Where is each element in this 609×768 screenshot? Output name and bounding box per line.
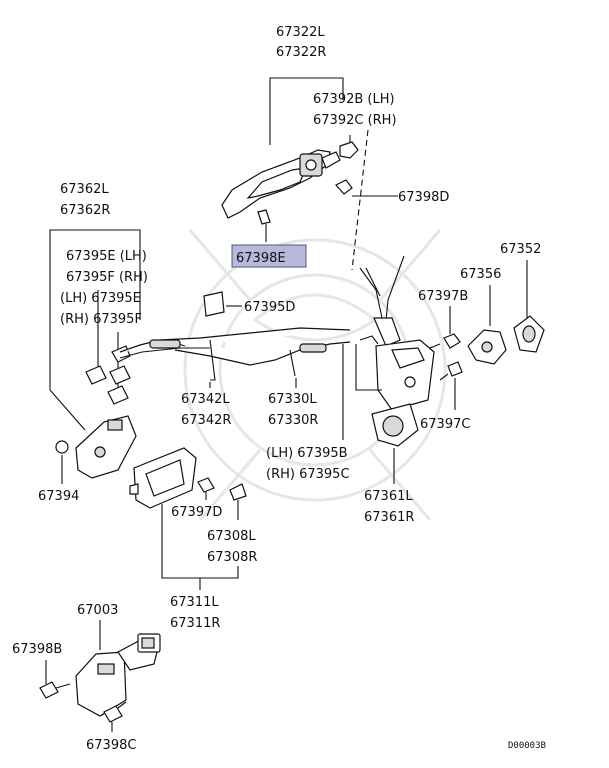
- bushing-part[interactable]: [339, 141, 359, 159]
- door-check-part[interactable]: [75, 633, 161, 717]
- screw-67398c-part[interactable]: [103, 701, 127, 723]
- label-67394[interactable]: 67394: [38, 489, 79, 504]
- label-67330l[interactable]: 67330L: [268, 392, 317, 407]
- label-67361l[interactable]: 67361L: [364, 489, 413, 504]
- label-67342l[interactable]: 67342L: [181, 392, 230, 407]
- cap-67308-part[interactable]: [229, 483, 247, 501]
- cables-part[interactable]: [119, 327, 351, 381]
- leader-latch-box: [355, 344, 382, 391]
- label-67311l[interactable]: 67311L: [170, 595, 219, 610]
- label-67395f-rh2[interactable]: (RH) 67395F: [60, 312, 142, 327]
- bracket-67394-part[interactable]: [55, 415, 137, 479]
- label-67398b[interactable]: 67398B: [12, 642, 62, 657]
- screw-67398b-part[interactable]: [39, 681, 71, 699]
- label-67392b[interactable]: 67392B (LH): [313, 92, 395, 107]
- label-67395d[interactable]: 67395D: [244, 300, 295, 315]
- label-67308r[interactable]: 67308R: [207, 550, 257, 565]
- screw-67398d-part[interactable]: [335, 179, 398, 197]
- label-67311r[interactable]: 67311R: [170, 616, 220, 631]
- clip-67395d-part[interactable]: [203, 291, 242, 317]
- outer-handle-part[interactable]: [221, 149, 341, 219]
- label-67003[interactable]: 67003: [77, 603, 118, 618]
- pad-67352-part[interactable]: [513, 315, 545, 353]
- label-67395f-rh[interactable]: 67395F (RH): [66, 270, 148, 285]
- diagram-code: D00003B: [508, 741, 546, 751]
- label-67362r[interactable]: 67362R: [60, 203, 110, 218]
- label-67356[interactable]: 67356: [460, 267, 501, 282]
- retainer-67356-part[interactable]: [467, 329, 507, 365]
- leader-67362: [49, 229, 141, 390]
- label-67322l[interactable]: 67322L: [276, 25, 325, 40]
- label-67330r[interactable]: 67330R: [268, 413, 318, 428]
- label-67322r[interactable]: 67322R: [276, 45, 326, 60]
- leader-67322: [269, 77, 344, 145]
- label-67395b[interactable]: (LH) 67395B: [266, 446, 348, 461]
- label-67392c[interactable]: 67392C (RH): [313, 113, 397, 128]
- label-67397d[interactable]: 67397D: [171, 505, 222, 520]
- label-67398c[interactable]: 67398C: [86, 738, 136, 753]
- label-67397b[interactable]: 67397B: [418, 289, 468, 304]
- label-67395e-lh2[interactable]: (LH) 67395E: [60, 291, 141, 306]
- screw-67397d-part[interactable]: [197, 477, 215, 493]
- label-67361r[interactable]: 67361R: [364, 510, 414, 525]
- highlight-67398e: [231, 244, 307, 268]
- screw-67398e-part[interactable]: [257, 209, 271, 242]
- label-67308l[interactable]: 67308L: [207, 529, 256, 544]
- label-67398e[interactable]: 67398E: [236, 251, 286, 266]
- label-67362l[interactable]: 67362L: [60, 182, 109, 197]
- label-67398d[interactable]: 67398D: [398, 190, 449, 205]
- rod-clips-part[interactable]: [85, 345, 131, 405]
- label-67342r[interactable]: 67342R: [181, 413, 231, 428]
- dashed-link: [351, 129, 369, 271]
- latch-assembly-part[interactable]: [359, 255, 435, 447]
- label-67395e-lh[interactable]: 67395E (LH): [66, 249, 147, 264]
- bolt-67397c-part[interactable]: [439, 361, 463, 381]
- label-67352[interactable]: 67352: [500, 242, 541, 257]
- label-67397c[interactable]: 67397C: [420, 417, 470, 432]
- bolt-67397b-part[interactable]: [429, 333, 461, 349]
- leader-67362-b: [49, 389, 86, 431]
- inner-handle-part[interactable]: [129, 447, 197, 509]
- label-67395c[interactable]: (RH) 67395C: [266, 467, 350, 482]
